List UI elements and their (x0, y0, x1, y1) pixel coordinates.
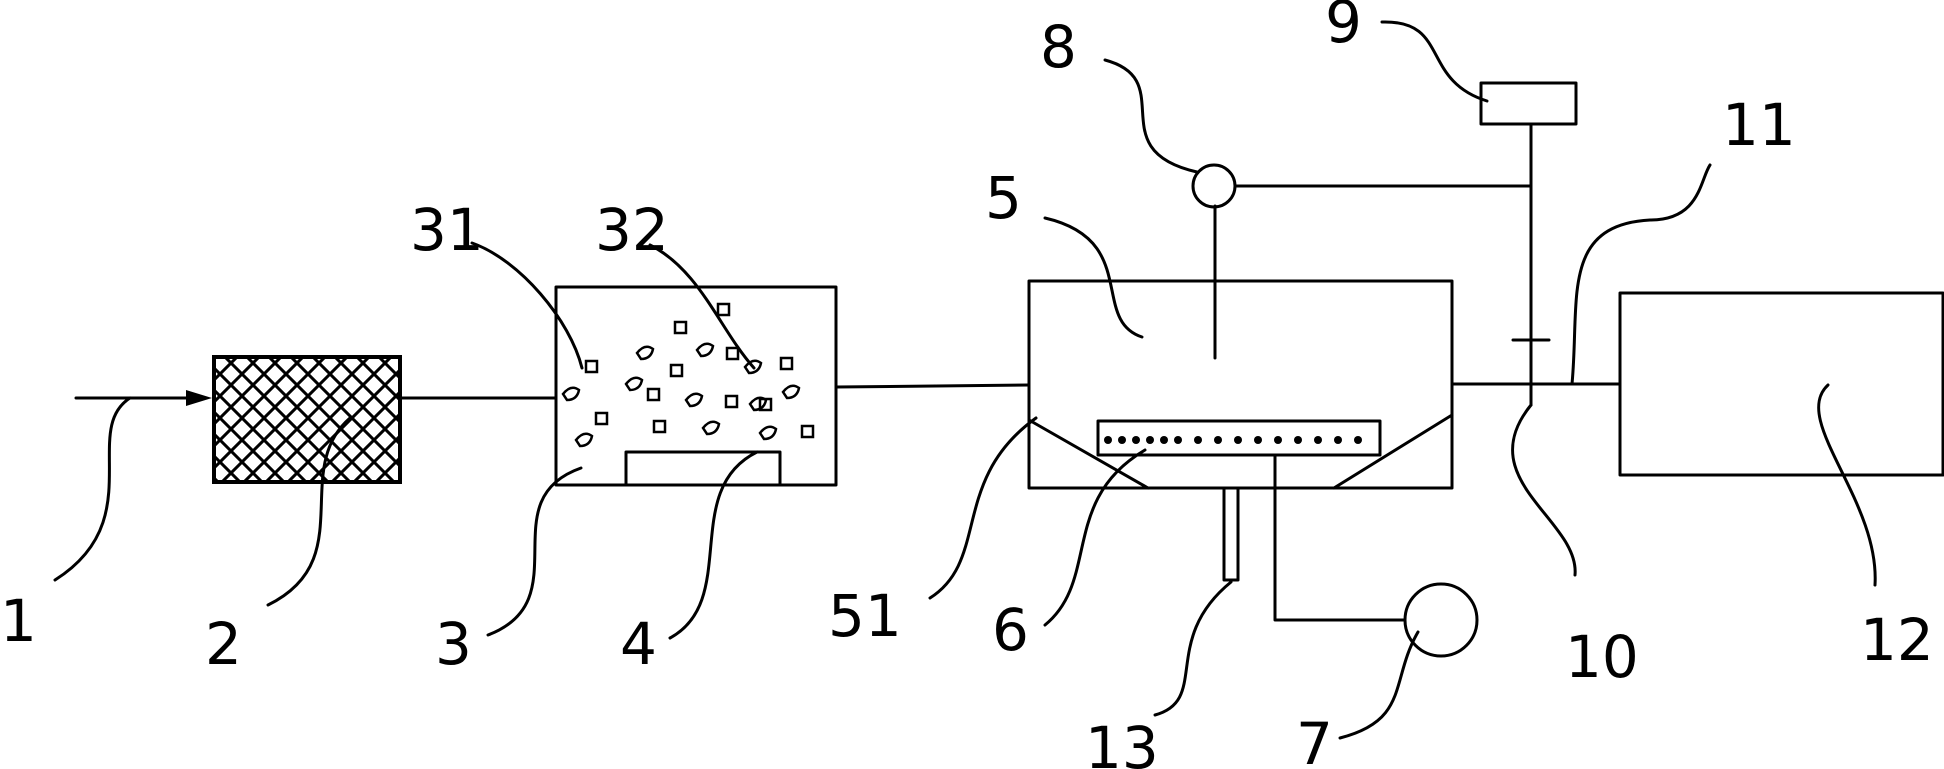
label-9: 9 (1325, 0, 1362, 56)
drain-13 (1222, 486, 1240, 582)
controller-9 (1479, 81, 1578, 126)
label-10: 10 (1565, 623, 1639, 691)
label-5: 5 (985, 164, 1022, 232)
reactor-5 (1027, 204, 1454, 622)
device-4 (624, 450, 782, 487)
label-3: 3 (435, 610, 472, 678)
particles-31 (584, 302, 815, 439)
label-8: 8 (1040, 13, 1077, 81)
label-2: 2 (205, 610, 242, 678)
label-51: 51 (828, 582, 902, 650)
label-11: 11 (1722, 91, 1796, 159)
unit-12 (1618, 291, 1944, 477)
pipe-3-to-5 (834, 383, 1031, 389)
label-12: 12 (1860, 606, 1934, 674)
label-6: 6 (992, 596, 1029, 664)
tank-3 (554, 285, 838, 487)
particles-32 (561, 342, 801, 448)
inlet-arrow (74, 390, 212, 406)
filter-unit-2 (212, 355, 402, 484)
pump-7 (1403, 582, 1479, 658)
aerator-holes (1104, 436, 1362, 444)
label-31: 31 (410, 196, 484, 264)
aerator-6 (1096, 419, 1382, 457)
label-1: 1 (0, 587, 37, 655)
label-7: 7 (1296, 710, 1333, 769)
label-32: 32 (595, 196, 669, 264)
label-13: 13 (1085, 714, 1159, 769)
meter-8 (1191, 163, 1237, 209)
leader-lines (53, 20, 1877, 740)
label-4: 4 (620, 610, 657, 678)
